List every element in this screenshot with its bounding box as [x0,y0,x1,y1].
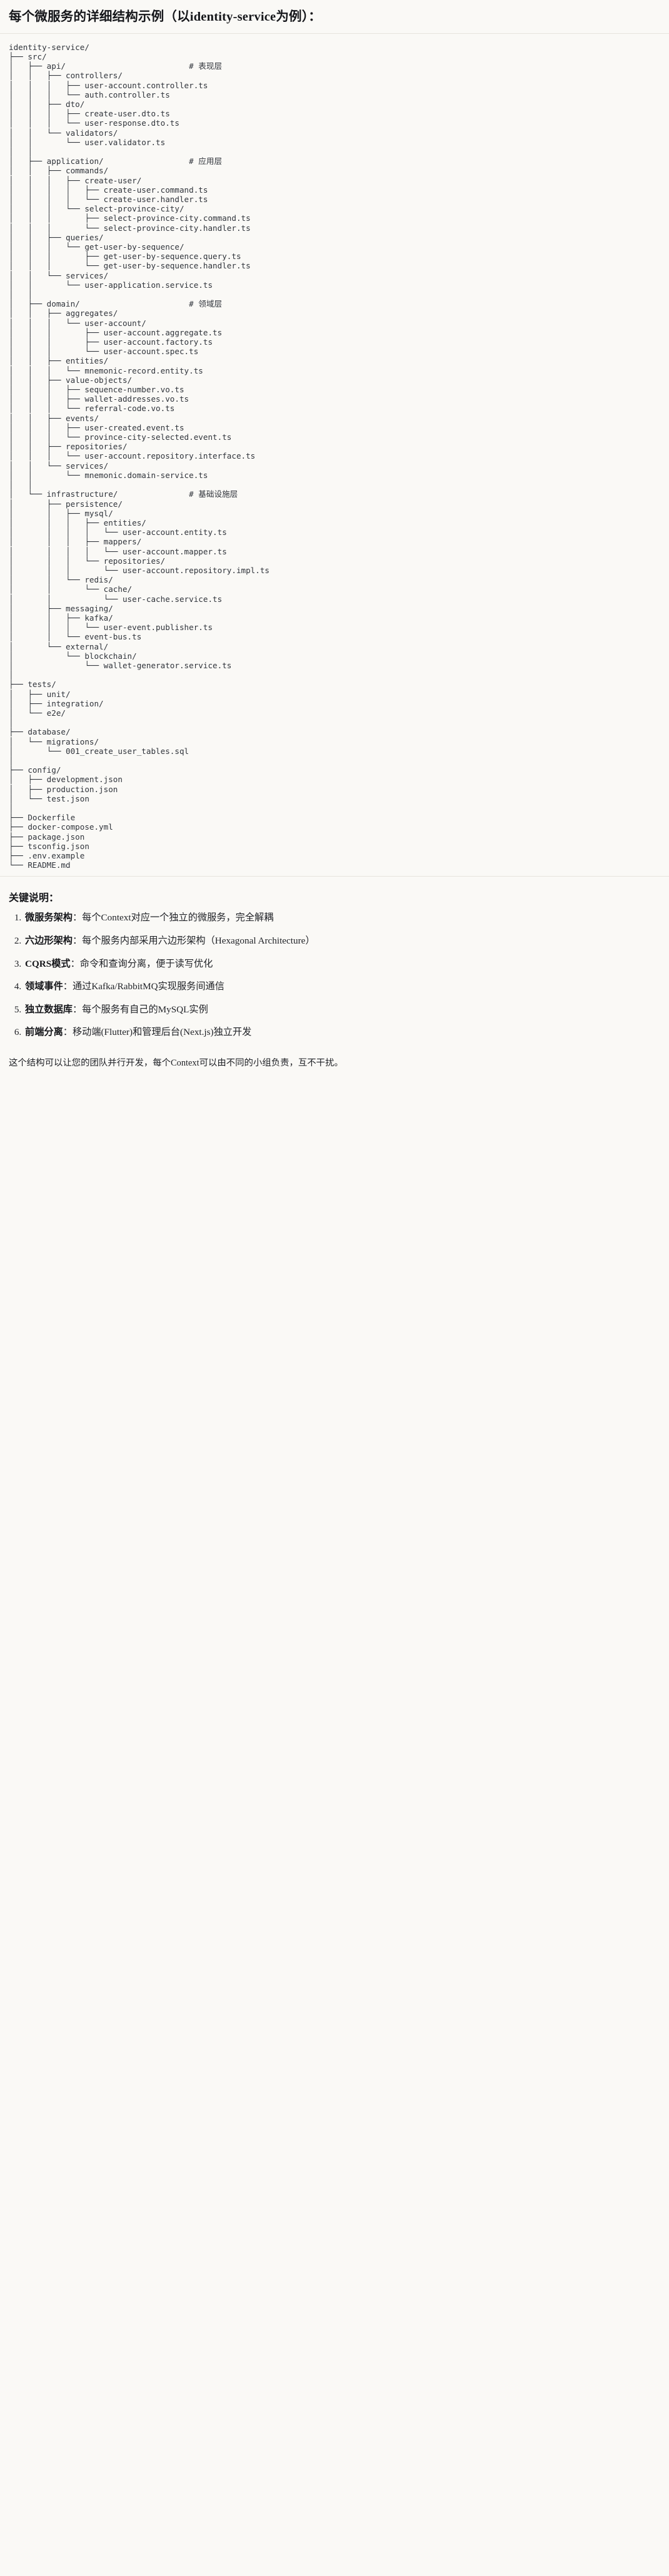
key-point-item: CQRS模式：命令和查询分离，便于读写优化 [24,957,660,972]
directory-tree: identity-service/ ├── src/ │ ├── api/ # … [9,42,270,870]
document-page: 每个微服务的详细结构示例（以identity-service为例）： ident… [0,0,669,1082]
closing-paragraph: 这个结构可以让您的团队并行开发，每个Context可以由不同的小组负责，互不干扰… [9,1057,343,1068]
key-points-list: 微服务架构：每个Context对应一个独立的微服务，完全解耦六边形架构：每个服务… [9,910,660,1039]
key-points-section: 关键说明： 微服务架构：每个Context对应一个独立的微服务，完全解耦六边形架… [0,877,669,1042]
key-point-separator: ： [70,958,80,969]
key-point-item: 前端分离：移动端(Flutter)和管理后台(Next.js)独立开发 [24,1025,660,1040]
key-point-item: 领域事件：通过Kafka/RabbitMQ实现服务间通信 [24,979,660,994]
key-point-separator: ： [72,1004,83,1015]
key-points-heading: 关键说明： [9,893,59,904]
key-point-separator: ： [72,912,83,924]
key-point-text: 每个服务有自己的MySQL实例 [82,1004,208,1015]
key-point-text: 每个服务内部采用六边形架构（Hexagonal Architecture） [82,935,315,946]
key-point-label: 领域事件 [25,981,63,992]
key-point-separator: ： [63,1027,73,1038]
key-point-text: 移动端(Flutter)和管理后台(Next.js)独立开发 [72,1027,252,1038]
key-point-label: CQRS模式 [25,958,71,969]
key-point-item: 六边形架构：每个服务内部采用六边形架构（Hexagonal Architectu… [24,934,660,949]
key-point-label: 微服务架构 [25,912,73,924]
tree-divider [0,876,669,877]
key-point-label: 六边形架构 [25,935,73,946]
directory-tree-block: identity-service/ ├── src/ │ ├── api/ # … [0,33,669,877]
page-title: 每个微服务的详细结构示例（以identity-service为例）： [9,10,321,24]
key-point-text: 每个Context对应一个独立的微服务，完全解耦 [82,912,274,924]
key-point-label: 前端分离 [25,1027,63,1038]
key-point-item: 独立数据库：每个服务有自己的MySQL实例 [24,1002,660,1017]
key-point-text: 通过Kafka/RabbitMQ实现服务间通信 [72,981,224,992]
key-point-item: 微服务架构：每个Context对应一个独立的微服务，完全解耦 [24,910,660,925]
key-point-separator: ： [72,935,83,946]
key-point-text: 命令和查询分离，便于读写优化 [79,958,213,969]
key-point-label: 独立数据库 [25,1004,73,1015]
key-point-separator: ： [63,981,73,992]
title-divider [0,33,669,34]
